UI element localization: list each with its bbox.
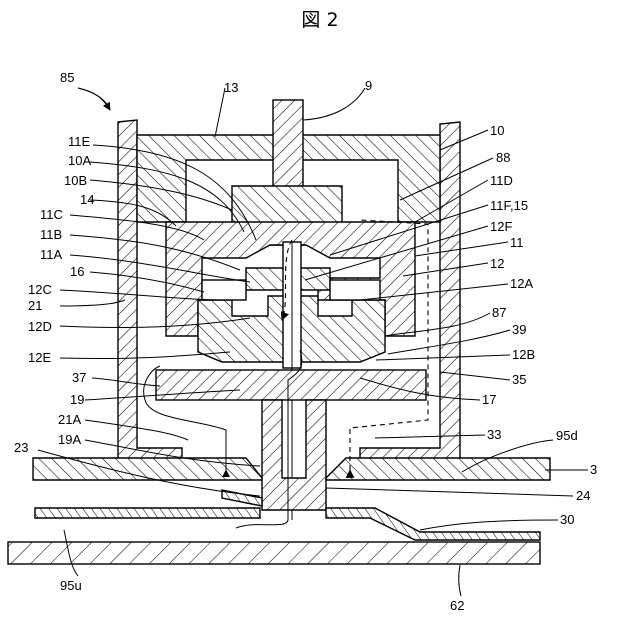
shaft-9 — [273, 100, 303, 188]
label-88: 88 — [496, 150, 510, 165]
label-12a: 12A — [510, 276, 533, 291]
label-12b: 12B — [512, 347, 535, 362]
sheet-30-right — [326, 508, 540, 540]
label-35: 35 — [512, 372, 526, 387]
label-12f: 12F — [490, 219, 512, 234]
cavity-16 — [202, 280, 246, 300]
label-95u: 95u — [60, 578, 82, 593]
label-85: 85 — [60, 70, 74, 85]
label-11d: 11D — [490, 173, 513, 188]
label-21: 21 — [28, 298, 42, 313]
base-right-3 — [326, 458, 550, 480]
base-left-3 — [33, 458, 262, 480]
label-16: 16 — [70, 264, 84, 279]
label-24: 24 — [576, 488, 590, 503]
label-21a: 21A — [58, 412, 81, 427]
label-12: 12 — [490, 256, 504, 271]
label-19a: 19A — [58, 432, 81, 447]
label-3: 3 — [590, 462, 597, 477]
label-10: 10 — [490, 123, 504, 138]
label-37: 37 — [72, 370, 86, 385]
label-12c: 12C — [28, 282, 52, 297]
label-12e: 12E — [28, 350, 51, 365]
label-23: 23 — [14, 440, 28, 455]
label-13: 13 — [224, 80, 238, 95]
stem-19a — [262, 400, 326, 510]
label-12d: 12D — [28, 319, 52, 334]
label-14: 14 — [80, 192, 94, 207]
label-11: 11 — [510, 235, 524, 250]
label-19: 19 — [70, 392, 84, 407]
label-11a: 11A — [40, 247, 62, 262]
leader-85-arrow — [78, 88, 110, 110]
label-9: 9 — [365, 78, 372, 93]
label-33: 33 — [487, 427, 501, 442]
label-30: 30 — [560, 512, 574, 527]
label-11f15: 11F,15 — [490, 198, 528, 213]
figure-title: 図 2 — [301, 9, 338, 31]
label-11b: 11B — [40, 227, 62, 242]
sheet-30-left — [35, 508, 260, 518]
label-62: 62 — [450, 598, 464, 613]
label-11e: 11E — [68, 134, 90, 149]
label-39: 39 — [512, 322, 526, 337]
label-10b: 10B — [64, 173, 87, 188]
label-87: 87 — [492, 305, 506, 320]
label-11c: 11C — [40, 207, 63, 222]
label-17: 17 — [482, 392, 496, 407]
cavity-12a — [330, 280, 380, 300]
floor-62 — [8, 542, 540, 564]
label-10a: 10A — [68, 153, 91, 168]
label-95d: 95d — [556, 428, 578, 443]
